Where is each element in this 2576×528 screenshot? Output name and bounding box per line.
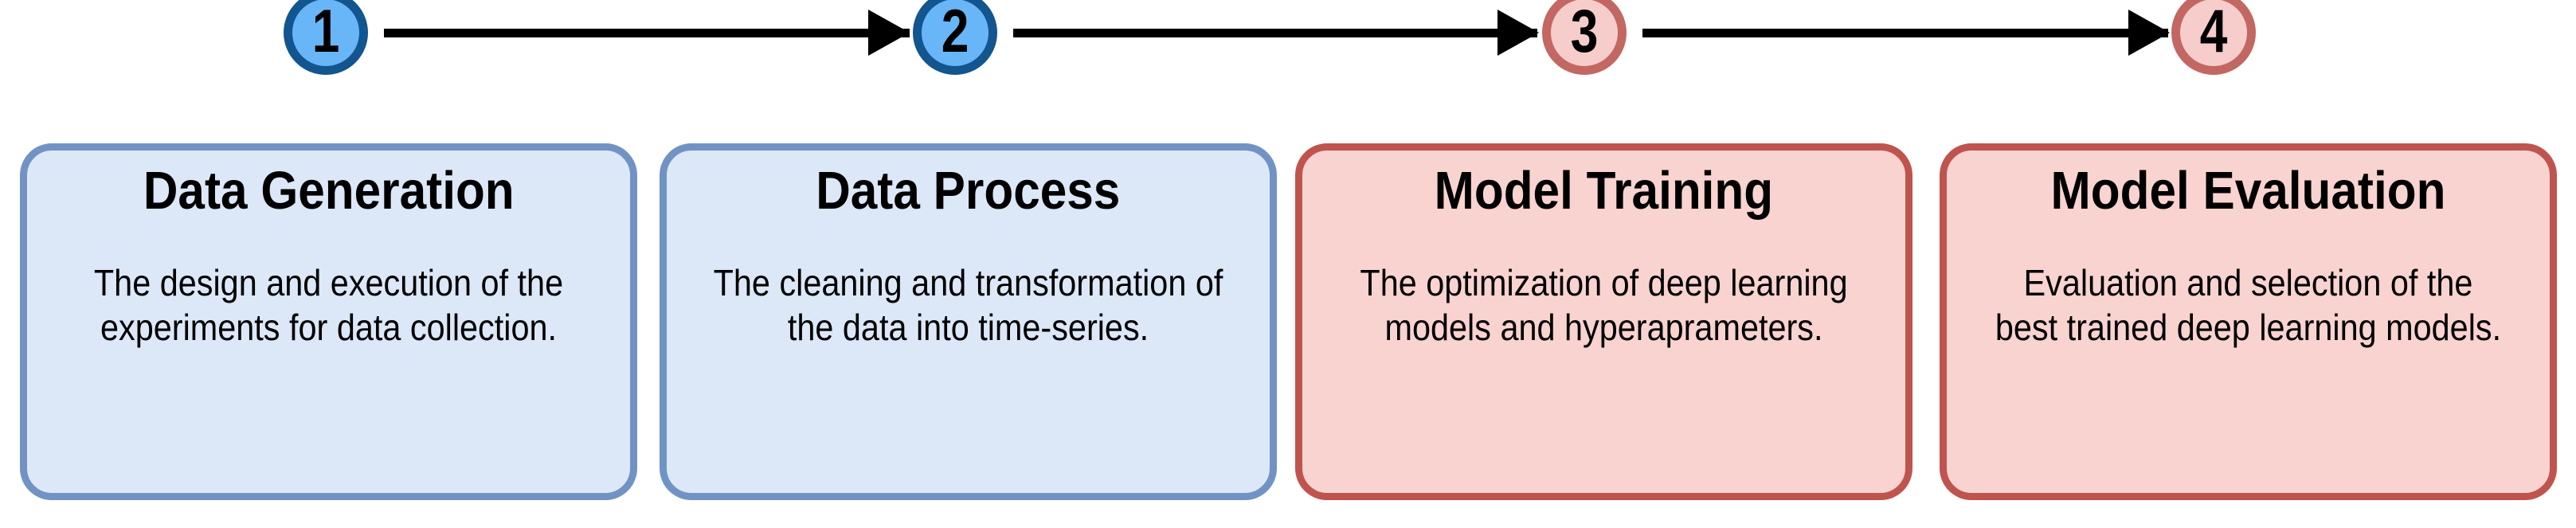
connector-line-2-3 <box>1013 29 1537 37</box>
connector-line-3-4 <box>1642 29 2168 37</box>
stage-title-data-generation: Data Generation <box>143 161 515 221</box>
step-node-3-number: 3 <box>1571 0 1599 65</box>
stage-title-model-training: Model Training <box>1434 161 1774 221</box>
step-node-2-number: 2 <box>942 0 969 65</box>
connector-arrowhead-1-2 <box>868 10 910 56</box>
step-node-4-number: 4 <box>2200 0 2228 65</box>
stage-box-model-evaluation[interactable]: Model Evaluation Evaluation and selectio… <box>1940 143 2557 500</box>
stage-box-data-generation[interactable]: Data Generation The design and execution… <box>20 143 637 500</box>
connector-line-1-2 <box>384 29 910 37</box>
step-node-2[interactable]: 2 <box>913 0 997 75</box>
connector-arrowhead-2-3 <box>1497 10 1539 56</box>
stage-description-data-generation: The design and execution of the experime… <box>93 262 564 349</box>
step-node-4[interactable]: 4 <box>2171 0 2256 75</box>
step-node-3[interactable]: 3 <box>1542 0 1627 75</box>
step-node-1[interactable]: 1 <box>284 0 368 75</box>
stage-title-data-process: Data Process <box>816 161 1121 221</box>
pipeline-timeline: 1 2 3 4 <box>0 0 2576 96</box>
stage-description-model-evaluation: Evaluation and selection of the best tra… <box>1995 262 2502 349</box>
stage-description-model-training: The optimization of deep learning models… <box>1360 262 1848 349</box>
step-node-1-number: 1 <box>312 0 340 65</box>
connector-arrowhead-3-4 <box>2128 10 2170 56</box>
stage-description-data-process: The cleaning and transformation of the d… <box>713 262 1223 349</box>
stage-box-model-training[interactable]: Model Training The optimization of deep … <box>1295 143 1912 500</box>
stage-title-model-evaluation: Model Evaluation <box>2050 161 2446 221</box>
stage-box-data-process[interactable]: Data Process The cleaning and transforma… <box>660 143 1277 500</box>
